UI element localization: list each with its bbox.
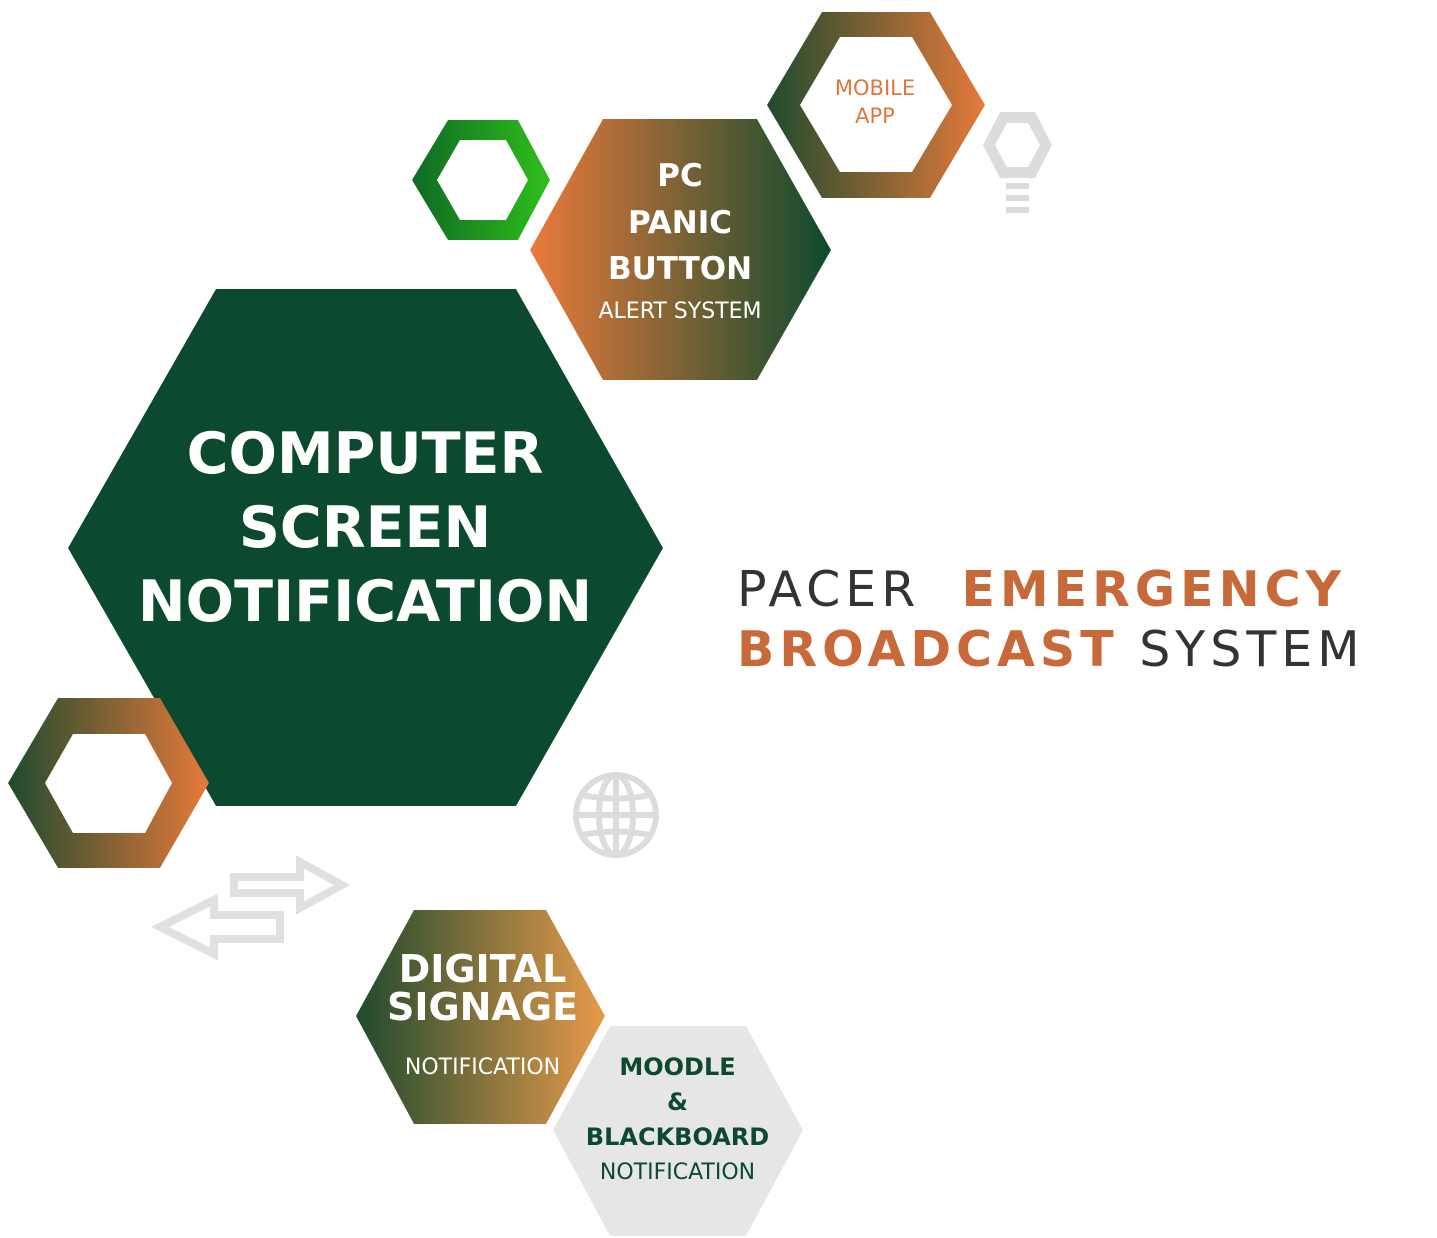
computer-screen-notification-label: COMPUTER SCREEN NOTIFICATION <box>130 421 600 647</box>
pc-line-1: PC <box>657 158 703 194</box>
digital-signage-label: DIGITAL SIGNAGE NOTIFICATION <box>370 950 595 1079</box>
pc-subtitle: ALERT SYSTEM <box>598 298 762 324</box>
moodle-line-3: BLACKBOARD <box>585 1123 770 1152</box>
headline: PACER EMERGENCY BROADCAST SYSTEM <box>737 560 1437 680</box>
moodle-subtitle: NOTIFICATION <box>599 1159 756 1185</box>
headline-line-1: PACER EMERGENCY <box>737 560 1437 620</box>
headline-pacer: PACER <box>737 561 921 618</box>
mobile-line-2: APP <box>855 104 895 129</box>
ds-subtitle: NOTIFICATION <box>404 1055 561 1080</box>
globe-icon <box>573 772 659 858</box>
main-line-1: COMPUTER <box>186 421 544 487</box>
headline-broadcast: BROADCAST <box>737 621 1119 678</box>
pc-line-2: PANIC <box>627 204 733 241</box>
exchange-arrows-icon <box>151 855 351 961</box>
moodle-blackboard-label: MOODLE & BLACKBOARD NOTIFICATION <box>575 1053 780 1185</box>
pc-panic-hexagon <box>530 119 831 380</box>
moodle-hexagon <box>553 1026 803 1236</box>
decorative-ring-hexagon <box>8 698 209 868</box>
main-line-2: SCREEN <box>238 494 492 561</box>
pc-panic-label: PC PANIC BUTTON ALERT SYSTEM <box>575 160 785 323</box>
headline-system: SYSTEM <box>1139 621 1365 678</box>
hexagon-outline-icon <box>412 120 550 240</box>
digital-signage-hexagon <box>356 910 605 1124</box>
mobile-app-hexagon <box>767 12 985 198</box>
mobile-app-label: MOBILE APP <box>820 77 930 133</box>
headline-emergency: EMERGENCY <box>961 561 1347 618</box>
ds-line-2: SIGNAGE <box>386 985 579 1029</box>
computer-screen-hexagon <box>68 289 663 806</box>
moodle-line-1: MOODLE <box>619 1053 736 1081</box>
main-line-3: NOTIFICATION <box>137 568 593 635</box>
headline-line-2: BROADCAST SYSTEM <box>737 620 1437 680</box>
lightbulb-icon <box>983 112 1052 213</box>
mobile-line-1: MOBILE <box>834 76 916 100</box>
pc-line-3: BUTTON <box>607 251 753 288</box>
ds-line-1: DIGITAL <box>398 947 567 991</box>
moodle-line-2: & <box>667 1088 688 1117</box>
